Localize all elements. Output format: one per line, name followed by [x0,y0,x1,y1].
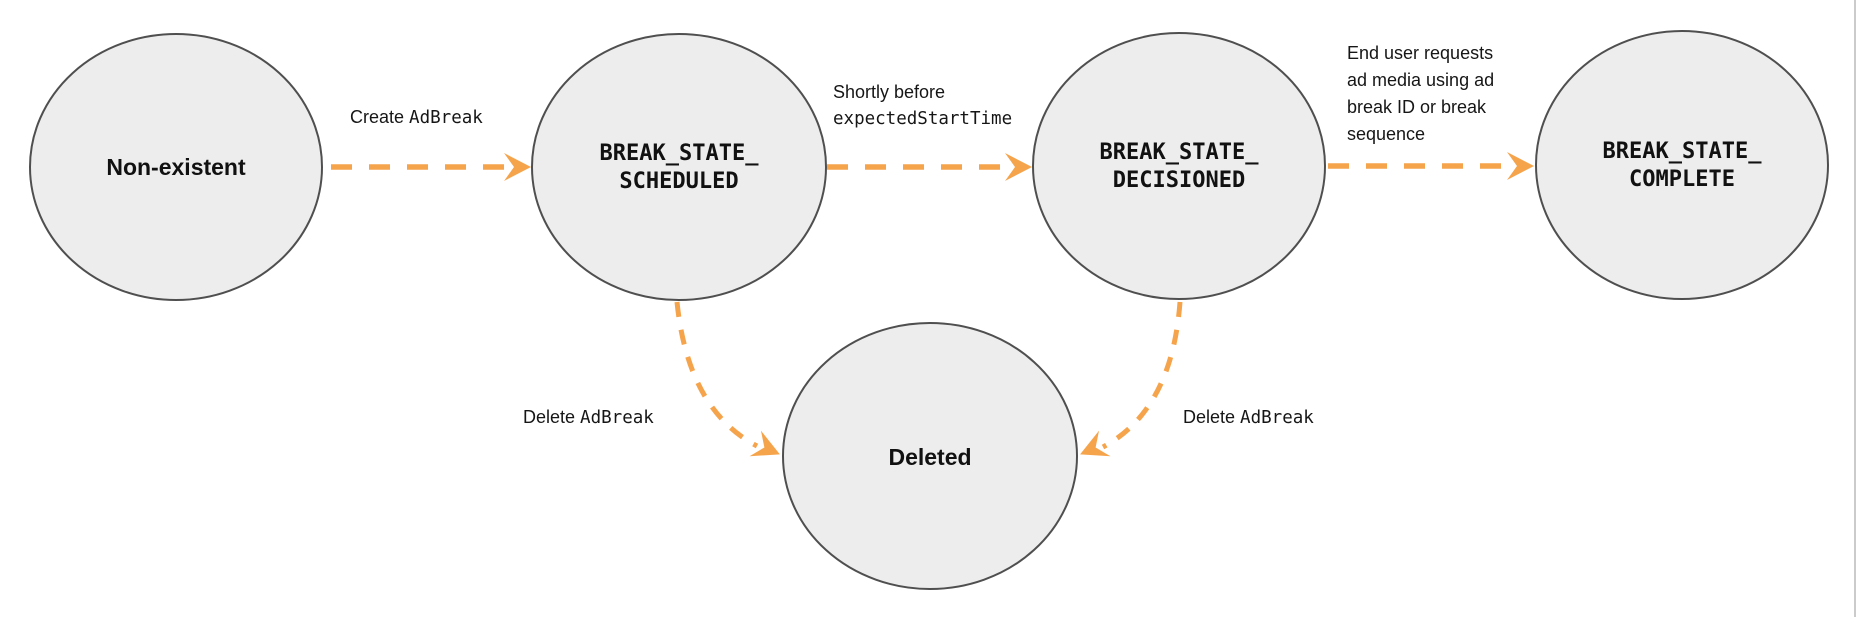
edge-delete-adbreak-from-decisioned [1101,301,1183,450]
node-label-break-state-complete: BREAK_STATE_ COMPLETE [1602,139,1762,192]
edge-label-text: Delete [523,407,576,427]
edge-label-shortly-before: Shortly before expectedStartTime [833,79,1012,133]
node-label-deleted: Deleted [888,444,972,470]
node-circle-break-state-decisioned [1032,32,1326,300]
edge-label-text: Delete [1183,407,1236,427]
edge-label-code: AdBreak [1240,408,1314,428]
edge-label-delete-adbreak-left: Delete AdBreak [523,404,654,432]
node-label-break-state-decisioned: BREAK_STATE_ DECISIONED [1099,140,1259,193]
edge-label-create-adbreak: Create AdBreak [350,104,483,132]
edge-label-end-user-requests: End user requests ad media using ad brea… [1347,43,1495,144]
edge-label-code: AdBreak [580,408,654,428]
edge-delete-adbreak-from-scheduled [674,301,759,449]
edge-label-code: expectedStartTime [833,109,1013,129]
edge-label-code: AdBreak [409,108,483,128]
arrow-head-icon [749,430,780,457]
arrow-head-icon [1080,430,1111,457]
node-circle-non-existent [29,33,323,301]
edge-label-delete-adbreak-right: Delete AdBreak [1183,404,1314,432]
node-label-break-state-scheduled: BREAK_STATE_ SCHEDULED [599,141,759,194]
edge-label-text: Shortly before [833,82,946,102]
node-circle-break-state-scheduled [531,33,827,301]
node-circle-deleted [782,322,1078,590]
arrow-head-icon [504,153,531,181]
node-label-non-existent: Non-existent [106,154,246,180]
arrow-head-icon [1005,153,1032,181]
node-circle-break-state-complete [1535,30,1829,300]
arrow-head-icon [1507,152,1534,180]
edge-label-text: Create [350,107,405,127]
